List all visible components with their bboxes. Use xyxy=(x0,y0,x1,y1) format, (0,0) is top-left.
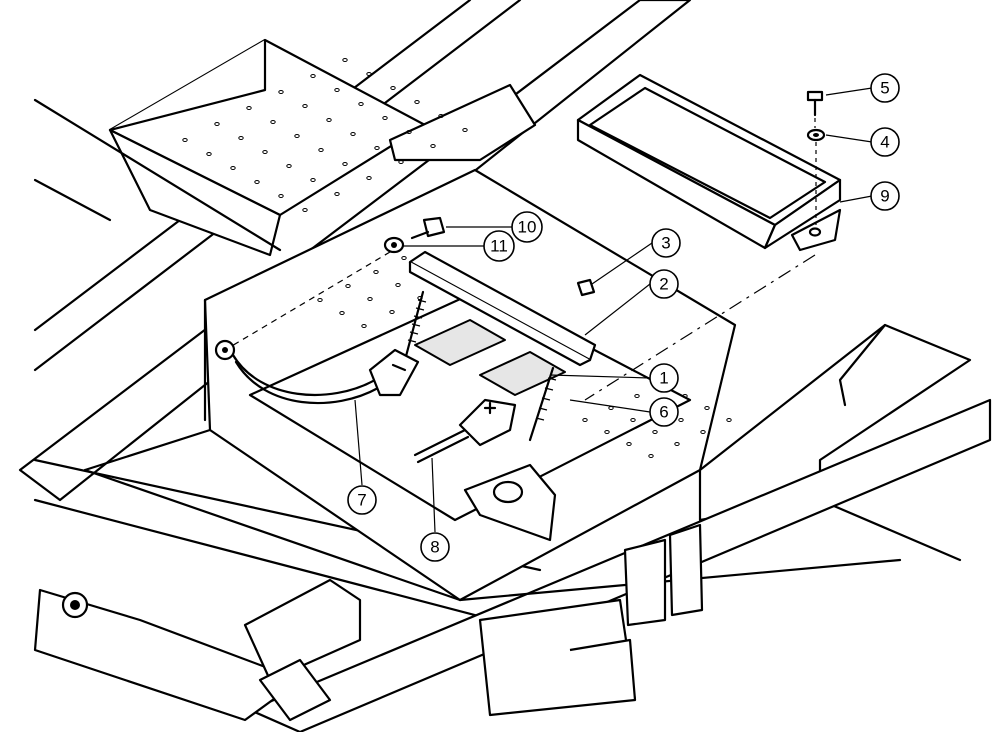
perforation-hole xyxy=(302,104,308,108)
perforation-hole xyxy=(674,442,680,446)
perforation-hole xyxy=(678,418,684,422)
svg-text:8: 8 xyxy=(430,538,439,557)
perforation-hole xyxy=(373,270,379,274)
perforation-hole xyxy=(652,430,658,434)
perforation-hole xyxy=(406,130,412,134)
perforation-hole xyxy=(682,394,688,398)
perforation-hole xyxy=(604,430,610,434)
svg-text:1: 1 xyxy=(659,369,668,388)
perforation-hole xyxy=(326,118,332,122)
perforation-hole xyxy=(310,178,316,182)
perforation-hole xyxy=(398,160,404,164)
callout-11: 11 xyxy=(483,230,515,262)
perforation-hole xyxy=(278,90,284,94)
perforation-hole xyxy=(345,284,351,288)
svg-text:4: 4 xyxy=(880,133,889,152)
callout-4: 4 xyxy=(870,127,900,157)
nut-part xyxy=(576,278,596,297)
callout-2: 2 xyxy=(649,269,679,299)
callout-10: 10 xyxy=(511,211,543,243)
perforation-hole xyxy=(648,454,654,458)
svg-text:6: 6 xyxy=(659,403,668,422)
perforation-hole xyxy=(389,310,395,314)
svg-text:9: 9 xyxy=(880,187,889,206)
perforation-hole xyxy=(262,150,268,154)
perforation-hole xyxy=(700,430,706,434)
battery-cells xyxy=(414,319,566,396)
perforation-hole xyxy=(334,88,340,92)
perforation-hole xyxy=(310,74,316,78)
svg-text:3: 3 xyxy=(661,234,670,253)
cable-bolt-washer xyxy=(224,216,446,351)
perforation-hole xyxy=(230,166,236,170)
bolt-and-washer xyxy=(806,90,826,225)
hold-down-rods xyxy=(403,290,557,442)
perforation-hole xyxy=(286,164,292,168)
perforation-hole xyxy=(278,194,284,198)
perforation-hole xyxy=(382,116,388,120)
perforation-hole xyxy=(246,106,252,110)
callouts: 5 4 9 10 11 3 2 1 6 7 8 xyxy=(347,73,900,562)
callout-6: 6 xyxy=(649,397,679,427)
frame-structure xyxy=(18,0,992,732)
perforation-hole xyxy=(206,152,212,156)
svg-text:7: 7 xyxy=(357,491,366,510)
callout-5: 5 xyxy=(870,73,900,103)
perforation-hole xyxy=(430,144,436,148)
perforation-hole xyxy=(182,138,188,142)
perforation-hole xyxy=(270,120,276,124)
perforation-hole xyxy=(361,324,367,328)
perforation-hole xyxy=(214,122,220,126)
perforation-hole xyxy=(634,394,640,398)
perforation-hole xyxy=(334,192,340,196)
perforation-hole xyxy=(238,136,244,140)
perforation-hole xyxy=(630,418,636,422)
perforation-hole xyxy=(726,418,732,422)
svg-text:11: 11 xyxy=(490,237,508,256)
perforation-hole xyxy=(401,256,407,260)
perforation-hole xyxy=(704,406,710,410)
perforation-hole xyxy=(318,148,324,152)
perforation-hole xyxy=(342,58,348,62)
negative-cable xyxy=(214,339,420,405)
perforation-hole xyxy=(414,100,420,104)
perforation-hole xyxy=(438,114,444,118)
svg-text:5: 5 xyxy=(880,79,889,98)
battery-clamp-bar xyxy=(408,250,597,367)
perforation-hole xyxy=(367,297,373,301)
perforation-hole xyxy=(302,208,308,212)
perforation-hole xyxy=(339,311,345,315)
perforation-hole xyxy=(582,418,588,422)
perforation-hole xyxy=(294,134,300,138)
perforation-hole xyxy=(342,162,348,166)
positive-cable xyxy=(413,398,517,464)
battery-cover xyxy=(576,73,842,252)
perforation-hole xyxy=(350,132,356,136)
perforation-hole xyxy=(366,72,372,76)
perforation-hole xyxy=(374,146,380,150)
callout-1: 1 xyxy=(649,363,679,393)
perforation-hole xyxy=(317,298,323,302)
svg-text:2: 2 xyxy=(659,275,668,294)
svg-text:10: 10 xyxy=(518,218,537,237)
perforation-hole xyxy=(366,176,372,180)
callout-3: 3 xyxy=(651,228,681,258)
perforation-hole xyxy=(462,128,468,132)
perforation-hole xyxy=(395,283,401,287)
perforation-hole xyxy=(254,180,260,184)
callout-8: 8 xyxy=(420,532,450,562)
callout-9: 9 xyxy=(870,181,900,211)
perforation-hole xyxy=(358,102,364,106)
perforation-hole xyxy=(626,442,632,446)
callout-7: 7 xyxy=(347,485,377,515)
perforation-hole xyxy=(390,86,396,90)
